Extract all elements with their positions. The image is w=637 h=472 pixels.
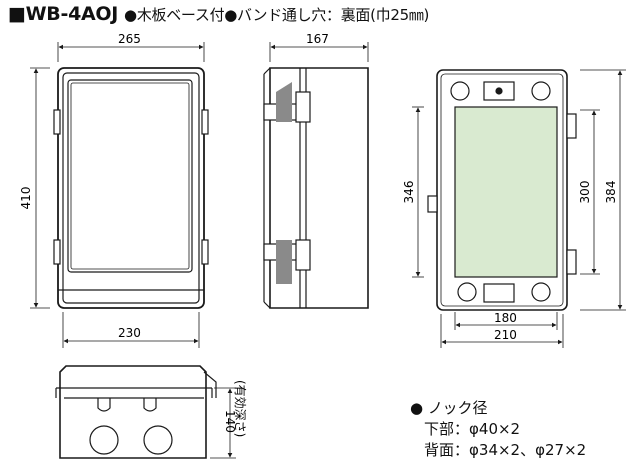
page-title: ■WB-4AOJ ●木板ベース付●バンド通し穴：裏面(巾25㎜): [8, 3, 429, 25]
wood-base-board: [454, 106, 558, 278]
dim-back-width-outer: 210: [494, 328, 517, 342]
dim-front-height: 410: [19, 187, 33, 210]
dim-side-depth: 167: [306, 32, 329, 46]
dim-bottom-depth-note: (有効深さ): [233, 380, 248, 437]
notes-heading: ● ノック径: [410, 399, 488, 417]
dim-bottom-depth: 140: [223, 410, 237, 433]
spec-line: ●木板ベース付●バンド通し穴：裏面(巾25㎜): [124, 6, 430, 24]
bottom-dims: [210, 387, 236, 459]
front-dims: [30, 42, 205, 348]
back-view: [427, 69, 577, 311]
dim-back-width-inner: 180: [494, 311, 517, 325]
notes-back: 背面：φ34×2、φ27×2: [424, 441, 587, 459]
dim-back-height-inner: 300: [578, 181, 592, 204]
model-name: ■WB-4AOJ: [8, 3, 119, 25]
front-view: [53, 67, 209, 309]
dim-front-width-bottom: 230: [118, 326, 141, 340]
dim-front-width-top: 265: [118, 32, 141, 46]
back-dims: [412, 69, 626, 348]
side-dims: [269, 42, 369, 62]
knockout-notes: ● ノック径 下部：φ40×2 背面：φ34×2、φ27×2: [410, 398, 586, 461]
side-view: [263, 67, 369, 309]
dim-back-height-outer: 346: [402, 181, 416, 204]
notes-lower: 下部：φ40×2: [424, 420, 521, 438]
dim-back-height-right: 384: [604, 181, 618, 204]
bottom-view: [55, 365, 217, 459]
